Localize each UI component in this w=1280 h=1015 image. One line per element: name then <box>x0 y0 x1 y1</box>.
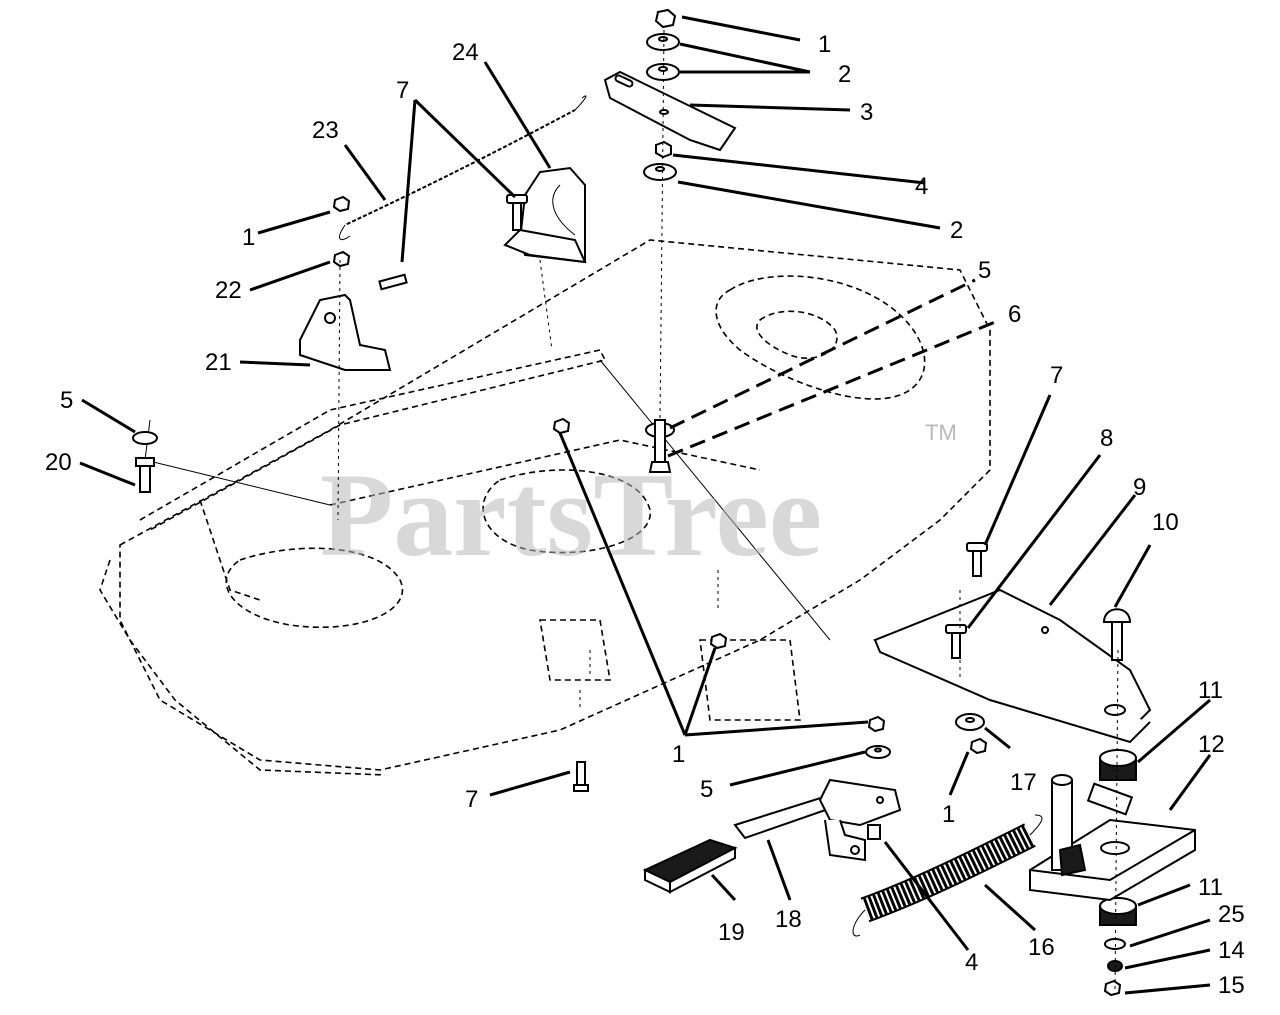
bolt-7-plate <box>966 542 988 577</box>
callout-11[interactable]: 11 <box>1198 874 1223 901</box>
callout-17[interactable]: 17 <box>1010 769 1037 796</box>
callout-1[interactable]: 1 <box>242 224 255 251</box>
bolt-24 <box>506 194 528 231</box>
bolt-20 <box>135 457 155 493</box>
idler-arm-bracket <box>603 70 737 152</box>
callout-7[interactable]: 7 <box>465 786 478 813</box>
bolt-10 <box>1102 608 1132 661</box>
bolt-8 <box>945 624 967 659</box>
nut-1-plate <box>969 737 988 755</box>
center-washer <box>643 163 677 181</box>
callout-9[interactable]: 9 <box>1133 474 1146 501</box>
callout-8[interactable]: 8 <box>1100 425 1113 452</box>
callout-12[interactable]: 12 <box>1198 731 1225 758</box>
center-nut <box>655 140 672 159</box>
mounting-plate-9 <box>873 588 1152 744</box>
deck-nut <box>552 417 571 435</box>
nut-1-pedal <box>867 715 886 733</box>
bushing-11-upper <box>1099 749 1137 781</box>
nut-22 <box>332 250 351 268</box>
pedal-pad-19 <box>642 838 738 894</box>
callout-14[interactable]: 14 <box>1218 937 1245 964</box>
callout-24[interactable]: 24 <box>452 39 479 66</box>
watermark: PartsTree TM <box>320 420 957 581</box>
callout-23[interactable]: 23 <box>312 117 339 144</box>
callout-7[interactable]: 7 <box>1050 362 1063 389</box>
mower-deck <box>99 239 991 776</box>
watermark-trademark: TM <box>925 420 957 445</box>
extension-spring-23 <box>339 95 587 241</box>
callout-4[interactable]: 4 <box>915 173 928 200</box>
nut-1-left <box>332 195 351 213</box>
callout-25[interactable]: 25 <box>1218 901 1245 928</box>
callout-18[interactable]: 18 <box>775 906 802 933</box>
callout-6[interactable]: 6 <box>1008 301 1021 328</box>
pivot-plate-12 <box>1029 774 1196 902</box>
deck-nut-lower <box>709 632 728 650</box>
top-washer-upper <box>646 33 680 51</box>
callout-16[interactable]: 16 <box>1028 934 1055 961</box>
callout-10[interactable]: 10 <box>1152 509 1179 536</box>
extension-spring-16 <box>852 814 1043 937</box>
callout-1[interactable]: 1 <box>942 801 955 828</box>
callout-2[interactable]: 2 <box>950 217 963 244</box>
nut-4-pedal <box>867 824 881 840</box>
callout-15[interactable]: 15 <box>1218 972 1245 999</box>
bolt-7-bottom <box>573 761 589 792</box>
callout-3[interactable]: 3 <box>860 99 873 126</box>
callout-5[interactable]: 5 <box>700 776 713 803</box>
pedal-arm-18 <box>733 778 902 862</box>
callout-19[interactable]: 19 <box>718 919 745 946</box>
spindle-bolt-6 <box>648 419 672 473</box>
callout-21[interactable]: 21 <box>205 349 232 376</box>
callout-2[interactable]: 2 <box>838 61 851 88</box>
bracket-24 <box>503 166 587 264</box>
callout-4[interactable]: 4 <box>965 949 978 976</box>
bolt-21 <box>378 273 408 291</box>
bushing-11-lower <box>1099 897 1137 926</box>
callout-22[interactable]: 22 <box>215 277 242 304</box>
callout-1[interactable]: 1 <box>818 31 831 58</box>
top-nut <box>654 8 677 29</box>
callout-11[interactable]: 11 <box>1198 677 1223 704</box>
parts <box>132 8 1196 997</box>
washer-5-pedal <box>865 745 891 759</box>
nut-15 <box>1103 979 1122 997</box>
callouts: 1 2 3 4 2 24 7 23 1 22 21 5 20 5 6 7 8 9… <box>45 31 1245 999</box>
callout-5[interactable]: 5 <box>978 257 991 284</box>
watermark-text: PartsTree <box>320 448 822 581</box>
washer-17 <box>955 713 985 731</box>
top-washer-lower <box>646 63 680 81</box>
callout-1[interactable]: 1 <box>672 741 685 768</box>
washer-5-left <box>132 431 158 445</box>
callout-20[interactable]: 20 <box>45 449 72 476</box>
leader-lines <box>79 15 1212 995</box>
callout-5[interactable]: 5 <box>60 387 73 414</box>
callout-7[interactable]: 7 <box>396 77 409 104</box>
bracket-21 <box>299 293 392 371</box>
